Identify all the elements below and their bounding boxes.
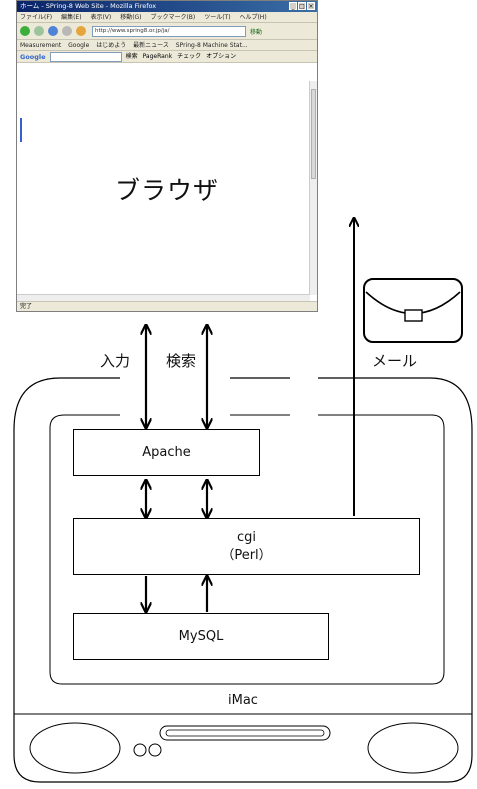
mysql-box: MySQL: [73, 613, 329, 660]
options-button[interactable]: オプション: [206, 52, 237, 60]
mail-label: メール: [372, 352, 418, 370]
menu-tools[interactable]: ツール(T): [204, 14, 231, 21]
google-search-button[interactable]: 検索: [125, 52, 138, 60]
apache-box: Apache: [73, 429, 260, 476]
browser-menu-bar: ファイル(F) 編集(E) 表示(V) 移動(G) ブックマーク(B) ツール(…: [17, 12, 317, 23]
reload-icon[interactable]: [48, 26, 58, 36]
forward-arrow-icon[interactable]: [34, 26, 44, 36]
disc-slot-inner: [165, 729, 325, 737]
status-bar: 完了: [17, 301, 317, 311]
url-input[interactable]: http://www.spring8.or.jp/ja/: [92, 25, 246, 37]
google-logo: Google: [20, 52, 46, 61]
left-speaker: [29, 722, 121, 774]
bookmark-item[interactable]: Google: [68, 42, 90, 49]
go-button[interactable]: 移動: [250, 28, 263, 36]
search-label: 検索: [166, 352, 197, 370]
close-icon[interactable]: ×: [307, 2, 315, 10]
back-arrow-icon[interactable]: [20, 26, 30, 36]
envelope-icon: [363, 278, 463, 343]
indicator-light: [133, 743, 147, 757]
browser-nav-bar: http://www.spring8.or.jp/ja/ 移動: [17, 23, 317, 40]
browser-content-label: ブラウザ: [114, 176, 219, 205]
imac-screen-frame: [49, 414, 445, 685]
vertical-scrollbar[interactable]: [309, 81, 317, 295]
disc-slot: [159, 725, 331, 741]
google-search-input[interactable]: [49, 51, 122, 62]
cgi-perl-label: （Perl）: [221, 547, 272, 563]
apache-label: Apache: [142, 444, 191, 460]
bookmark-item[interactable]: SPring-8 Machine Stat...: [175, 42, 248, 49]
stop-icon[interactable]: [62, 26, 72, 36]
maximize-icon[interactable]: □: [298, 2, 306, 10]
browser-title-bar: ホーム - SPring-8 Web Site - Mozilla Firefo…: [17, 1, 317, 12]
pagerank-button[interactable]: PageRank: [142, 52, 173, 60]
home-icon[interactable]: [76, 26, 86, 36]
right-speaker: [367, 722, 459, 774]
bookmarks-bar: Measurement Google はじめよう 最新ニュース SPring-8…: [17, 40, 317, 51]
menu-view[interactable]: 表示(V): [90, 14, 112, 21]
browser-content: ブラウザ 完了: [17, 81, 317, 311]
check-button[interactable]: チェック: [177, 52, 202, 60]
mysql-label: MySQL: [178, 628, 224, 644]
content-accent-bar: [20, 118, 22, 142]
google-toolbar: Google 検索 PageRank チェック オプション: [17, 51, 317, 63]
imac-outline: [13, 377, 473, 783]
menu-help[interactable]: ヘルプ(H): [239, 14, 267, 21]
bookmark-item[interactable]: はじめよう: [96, 42, 127, 49]
cgi-box: cgi （Perl）: [73, 518, 420, 575]
imac-label: iMac: [228, 693, 258, 708]
input-label: 入力: [100, 352, 131, 370]
menu-bookmarks[interactable]: ブックマーク(B): [150, 14, 196, 21]
minimize-icon[interactable]: _: [289, 2, 297, 10]
horizontal-scrollbar[interactable]: [17, 294, 310, 302]
cgi-label: cgi: [236, 529, 256, 545]
menu-file[interactable]: ファイル(F): [20, 14, 53, 21]
bookmark-item[interactable]: 最新ニュース: [133, 42, 169, 49]
indicator-light: [148, 743, 162, 757]
browser-window: ホーム - SPring-8 Web Site - Mozilla Firefo…: [16, 0, 318, 312]
menu-go[interactable]: 移動(G): [120, 14, 142, 21]
bookmark-item[interactable]: Measurement: [20, 42, 62, 49]
browser-title: ホーム - SPring-8 Web Site - Mozilla Firefo…: [20, 2, 157, 10]
menu-edit[interactable]: 編集(E): [61, 14, 82, 21]
